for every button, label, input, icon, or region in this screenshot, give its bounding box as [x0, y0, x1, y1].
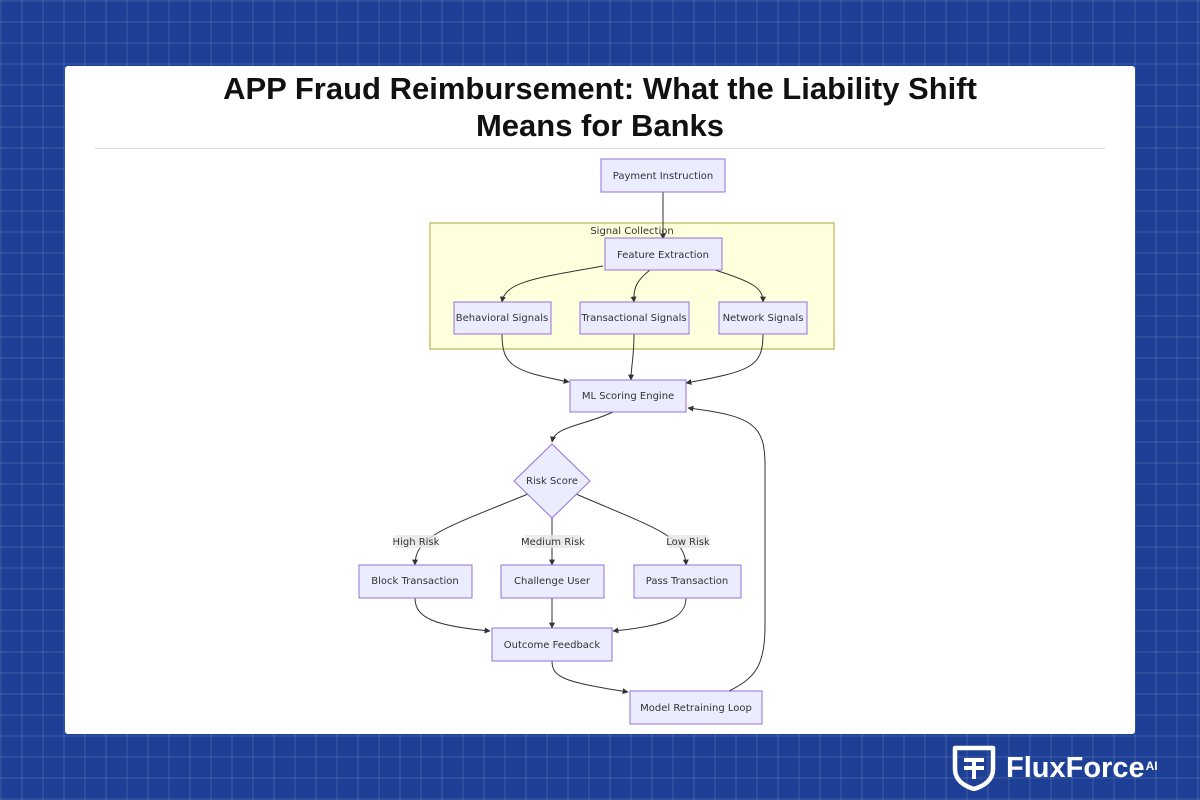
edge-feature-to-network: [714, 269, 766, 303]
edge-feature-to-behavioral: [499, 265, 604, 303]
edge-label-low-risk: Low Risk: [666, 535, 710, 548]
page-title: APP Fraud Reimbursement: What the Liabil…: [65, 70, 1135, 144]
svg-text:Network Signals: Network Signals: [723, 313, 804, 324]
svg-text:High Risk: High Risk: [393, 537, 440, 548]
shield-icon: [952, 745, 996, 791]
svg-text:Risk Score: Risk Score: [526, 476, 578, 487]
brand-logo: FluxForceAI: [952, 744, 1192, 792]
edge-outcome-to-retraining: [551, 660, 629, 695]
edge-risk-to-pass: [575, 493, 689, 566]
title-divider: [95, 148, 1105, 149]
node-model-retraining-loop: Model Retraining Loop: [629, 690, 763, 725]
title-line-1: APP Fraud Reimbursement: What the Liabil…: [223, 71, 977, 106]
node-outcome-feedback: Outcome Feedback: [491, 627, 613, 662]
svg-text:Payment Instruction: Payment Instruction: [613, 171, 713, 182]
node-block-transaction: Block Transaction: [358, 564, 473, 599]
node-risk-score: Risk Score: [513, 443, 591, 519]
node-ml-scoring-engine: ML Scoring Engine: [569, 379, 687, 413]
svg-text:Challenge User: Challenge User: [514, 576, 591, 587]
svg-text:Block Transaction: Block Transaction: [371, 576, 458, 587]
brand-wordmark: FluxForceAI: [1006, 751, 1158, 785]
node-feature-extraction: Feature Extraction: [604, 237, 723, 271]
edge-transactional-to-ml: [628, 333, 635, 381]
svg-text:Feature Extraction: Feature Extraction: [617, 250, 709, 261]
group-label-signal-collection: Signal Collection: [590, 226, 673, 237]
node-challenge-user: Challenge User: [500, 564, 605, 599]
svg-text:Outcome Feedback: Outcome Feedback: [504, 640, 601, 651]
svg-text:Model Retraining Loop: Model Retraining Loop: [640, 703, 752, 714]
node-transactional-signals: Transactional Signals: [579, 301, 690, 335]
edge-retraining-to-ml: [687, 405, 766, 692]
svg-text:Low Risk: Low Risk: [666, 537, 710, 548]
edge-ml-to-risk: [550, 411, 614, 443]
edge-network-to-ml: [685, 333, 764, 386]
edge-pass-to-outcome: [612, 597, 687, 634]
edge-label-medium-risk: Medium Risk: [521, 535, 585, 548]
node-behavioral-signals: Behavioral Signals: [453, 301, 552, 335]
svg-text:Behavioral Signals: Behavioral Signals: [456, 313, 548, 324]
node-pass-transaction: Pass Transaction: [633, 564, 742, 599]
edge-feature-to-transactional: [630, 269, 651, 303]
edge-block-to-outcome: [414, 597, 491, 634]
edge-label-high-risk: High Risk: [393, 535, 440, 548]
svg-text:ML Scoring Engine: ML Scoring Engine: [582, 391, 674, 402]
svg-text:Medium Risk: Medium Risk: [521, 537, 585, 548]
edge-risk-to-block: [412, 493, 529, 566]
node-network-signals: Network Signals: [718, 301, 808, 335]
brand-name: FluxForce: [1006, 752, 1145, 784]
edge-behavioral-to-ml: [501, 333, 570, 384]
svg-text:Transactional Signals: Transactional Signals: [580, 313, 686, 324]
svg-text:Pass Transaction: Pass Transaction: [646, 576, 729, 587]
flowchart: Signal Collection: [358, 158, 835, 725]
node-payment-instruction: Payment Instruction: [600, 158, 726, 193]
title-line-2: Means for Banks: [475, 108, 725, 143]
content-card: APP Fraud Reimbursement: What the Liabil…: [65, 66, 1135, 734]
brand-suffix: AI: [1145, 759, 1158, 773]
